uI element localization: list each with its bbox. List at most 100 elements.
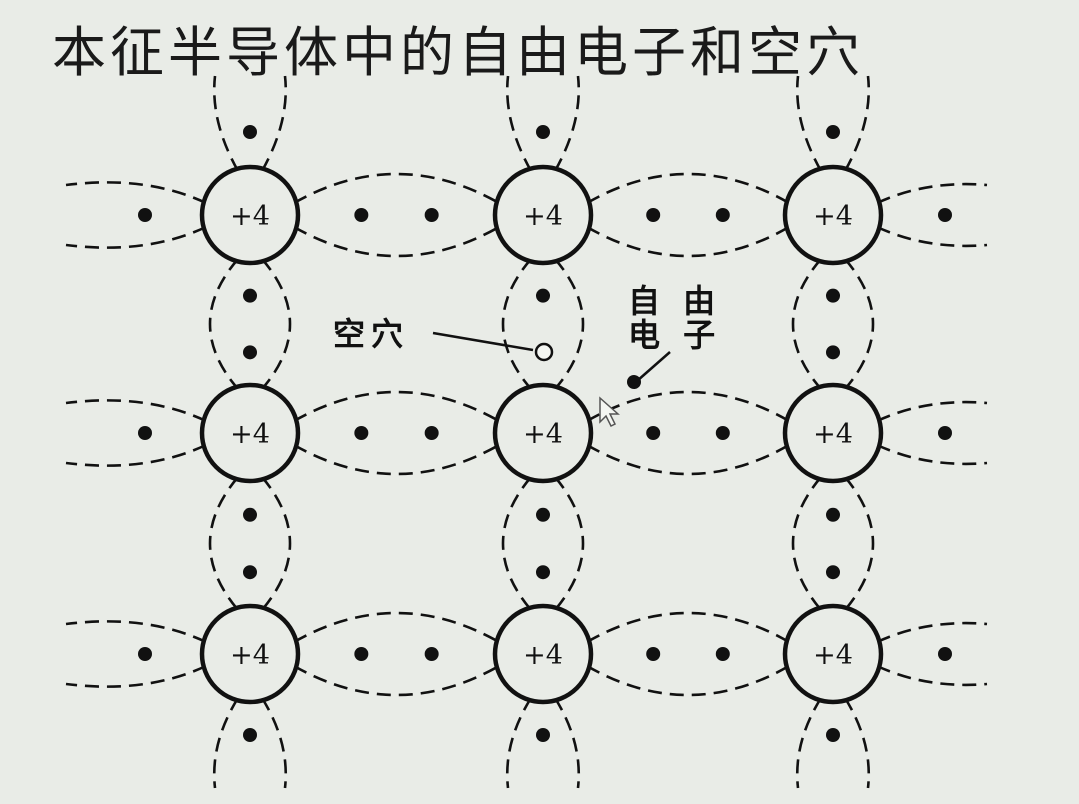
atom-core-ring [199,164,301,266]
valence-electron [424,208,439,222]
free-electron-label-line2: 电 子 [628,316,721,354]
bond-arc-upper [586,611,790,644]
valence-electron [424,647,439,661]
edge-bond-arc-left-upper [65,181,207,205]
edge-electron-left [138,426,152,440]
valence-electron [354,208,369,222]
atom-core: +4 [199,164,301,266]
bond-arc-lower [293,443,500,476]
bond-arc-lower [293,664,500,697]
bond-arc-lower [586,664,790,697]
atom-charge-label: +4 [230,419,270,450]
edge-electron-bottom [536,728,550,742]
atom-core: +4 [492,603,594,705]
edge-bond-arc-right-lower [876,225,988,248]
bond-arc-upper [293,611,500,644]
edge-bond-arc-left-lower [65,225,207,249]
bond-arc-lower [293,225,500,258]
valence-electron [646,208,661,222]
bond-arc-left [501,476,532,611]
edge-electron-top [826,125,840,139]
atom-cores: +4 +4 +4 +4 +4 +4 +4 +4 +4 [199,164,884,705]
edge-electron-bottom [243,728,257,742]
atom-core: +4 [782,382,884,484]
valence-electron [826,345,840,360]
valence-electron [354,426,369,440]
bond-arc-right [844,476,875,611]
edge-bond-arc-right-lower [876,664,988,687]
atom-core: +4 [492,382,594,484]
edge-bond-arc-bottom-left [213,697,240,789]
edge-electron-left [138,208,152,222]
edge-electron-right [938,647,952,661]
valence-electron [646,647,661,661]
edge-bond-arc-left-lower [65,443,207,467]
hole-marker [534,342,554,362]
free-electron-pointer-line [636,351,671,382]
atom-core: +4 [782,603,884,705]
atom-core-ring [199,382,301,484]
bond-arc-right [261,258,292,390]
atom-charge-label: +4 [813,640,853,671]
edge-bond-arc-bottom-right [553,697,580,789]
edge-bond-arc-bottom-left [796,697,823,789]
mouse-cursor-icon [599,396,620,428]
hole-annotation: 空穴 [333,315,554,362]
atom-charge-label: +4 [523,419,563,450]
atom-core: +4 [492,164,594,266]
atom-core: +4 [782,164,884,266]
valence-electron [826,565,840,580]
valence-electron [243,507,257,522]
bond-arc-left [208,258,239,390]
atom-core-ring [782,382,884,484]
atom-charge-label: +4 [523,201,563,232]
edge-electron-bottom [826,728,840,742]
bond-arc-upper [293,172,500,205]
bond-arc-lower [586,225,790,258]
valence-electron [715,647,730,661]
slide-title: 本征半导体中的自由电子和空穴 [52,21,864,84]
edge-electron-right [938,208,952,222]
edge-bond-arc-top-left [505,75,533,172]
valence-electron [354,647,369,661]
edge-bond-arc-right-upper [876,400,988,423]
edge-bond-arc-bottom-left [506,697,533,789]
bond-arc-lower [586,443,790,476]
edge-bond-arc-right-upper [876,621,988,644]
edge-bond-arc-left-upper [65,399,207,423]
bond-arc-right [554,476,585,611]
atom-charge-label: +4 [523,640,563,671]
valence-electron [536,507,550,522]
atom-core-ring [492,603,594,705]
edge-electron-left [138,647,152,661]
valence-electron [243,288,257,303]
atom-charge-label: +4 [813,419,853,450]
free-electron-marker [627,375,641,389]
edge-bond-arc-top-left [795,75,823,172]
edge-bond-arc-top-right [843,75,871,172]
bond-arc-left [208,476,239,611]
edge-bond-arc-right-upper [876,182,988,205]
bond-arc-upper [293,390,500,423]
valence-electron [646,426,661,440]
edge-bond-arc-bottom-right [260,697,287,789]
valence-electron [715,208,730,222]
atom-charge-label: +4 [230,201,270,232]
edge-bond-arc-right-lower [876,443,988,466]
atom-core-ring [782,164,884,266]
covalent-bonds [65,75,988,789]
hole-label: 空穴 [333,315,409,353]
edge-electron-top [536,125,550,139]
bond-arc-upper [586,172,790,205]
atom-charge-label: +4 [230,640,270,671]
bond-arc-left [501,258,532,390]
bond-arc-left [791,258,822,390]
atom-core-ring [199,603,301,705]
atom-core: +4 [199,603,301,705]
hole-pointer-line [432,331,534,352]
edge-electron-top [243,125,257,139]
valence-electron [715,426,730,440]
atom-core: +4 [199,382,301,484]
valence-electron [536,565,550,580]
